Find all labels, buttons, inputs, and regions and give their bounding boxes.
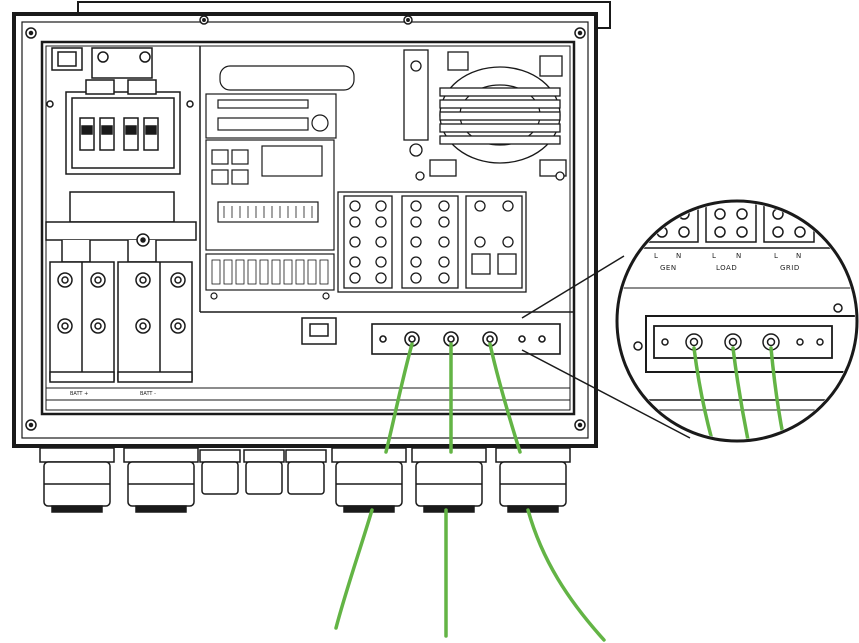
- screw-icon: [25, 27, 37, 39]
- screw-icon: [574, 27, 586, 39]
- zoom-load-l: L: [712, 252, 716, 260]
- rj45-port: [301, 317, 337, 345]
- zoom-wire-gen: [692, 346, 714, 439]
- zoom-ground-bar: [653, 325, 833, 359]
- zoom-grid-l: L: [774, 252, 778, 260]
- zoom-gen-label: GEN: [660, 264, 677, 272]
- cable-gland-small: [285, 449, 327, 495]
- ground-wire-gen-exit: [334, 508, 374, 630]
- load-terminal-block: [401, 195, 459, 289]
- callout-leader-bottom: [521, 349, 691, 439]
- cable-gland: [123, 447, 199, 513]
- screw-icon: [574, 419, 586, 431]
- zoom-load-label: LOAD: [716, 264, 737, 272]
- ac-terminal-blocks: [337, 191, 527, 293]
- cable-gland: [495, 447, 571, 513]
- screw-icon: [199, 15, 209, 25]
- zoom-load-n: N: [736, 252, 742, 260]
- cable-glands: [39, 447, 571, 513]
- rj45-ports: [211, 149, 249, 185]
- ground-wire-grid-exit: [526, 508, 606, 642]
- battery-terminals: [45, 191, 197, 383]
- cable-gland: [39, 447, 115, 513]
- zoom-gen-l: L: [654, 252, 658, 260]
- ground-bar: [371, 323, 561, 355]
- ground-wire-gen: [384, 342, 414, 454]
- zoom-grid-n: N: [796, 252, 802, 260]
- grid-terminal-block: [465, 195, 523, 289]
- terminal-bolts: [57, 272, 186, 334]
- cable-gland: [331, 447, 407, 513]
- gen-terminal-block: [343, 195, 393, 289]
- corner-screws: [25, 15, 586, 431]
- zoom-wire-load: [731, 346, 750, 439]
- zoom-grid-label: GRID: [780, 264, 800, 272]
- zoom-gen-n: N: [676, 252, 682, 260]
- callout-leader-top: [521, 255, 625, 319]
- cable-gland-small: [199, 449, 241, 495]
- toroid-transformer: [403, 49, 567, 181]
- cable-gland: [411, 447, 487, 513]
- battery-breaker: [46, 47, 194, 175]
- zoom-callout: [521, 199, 859, 443]
- batt-minus-label: BATT -: [140, 391, 156, 397]
- inner-panel: [40, 40, 576, 416]
- outer-box-inner-edge: [21, 21, 589, 439]
- screw-icon: [403, 15, 413, 25]
- control-board: [205, 65, 355, 300]
- screw-icon: [25, 419, 37, 431]
- batt-plus-label: BATT +: [70, 391, 88, 397]
- cable-gland-small: [243, 449, 285, 495]
- ground-wire-grid: [488, 342, 522, 454]
